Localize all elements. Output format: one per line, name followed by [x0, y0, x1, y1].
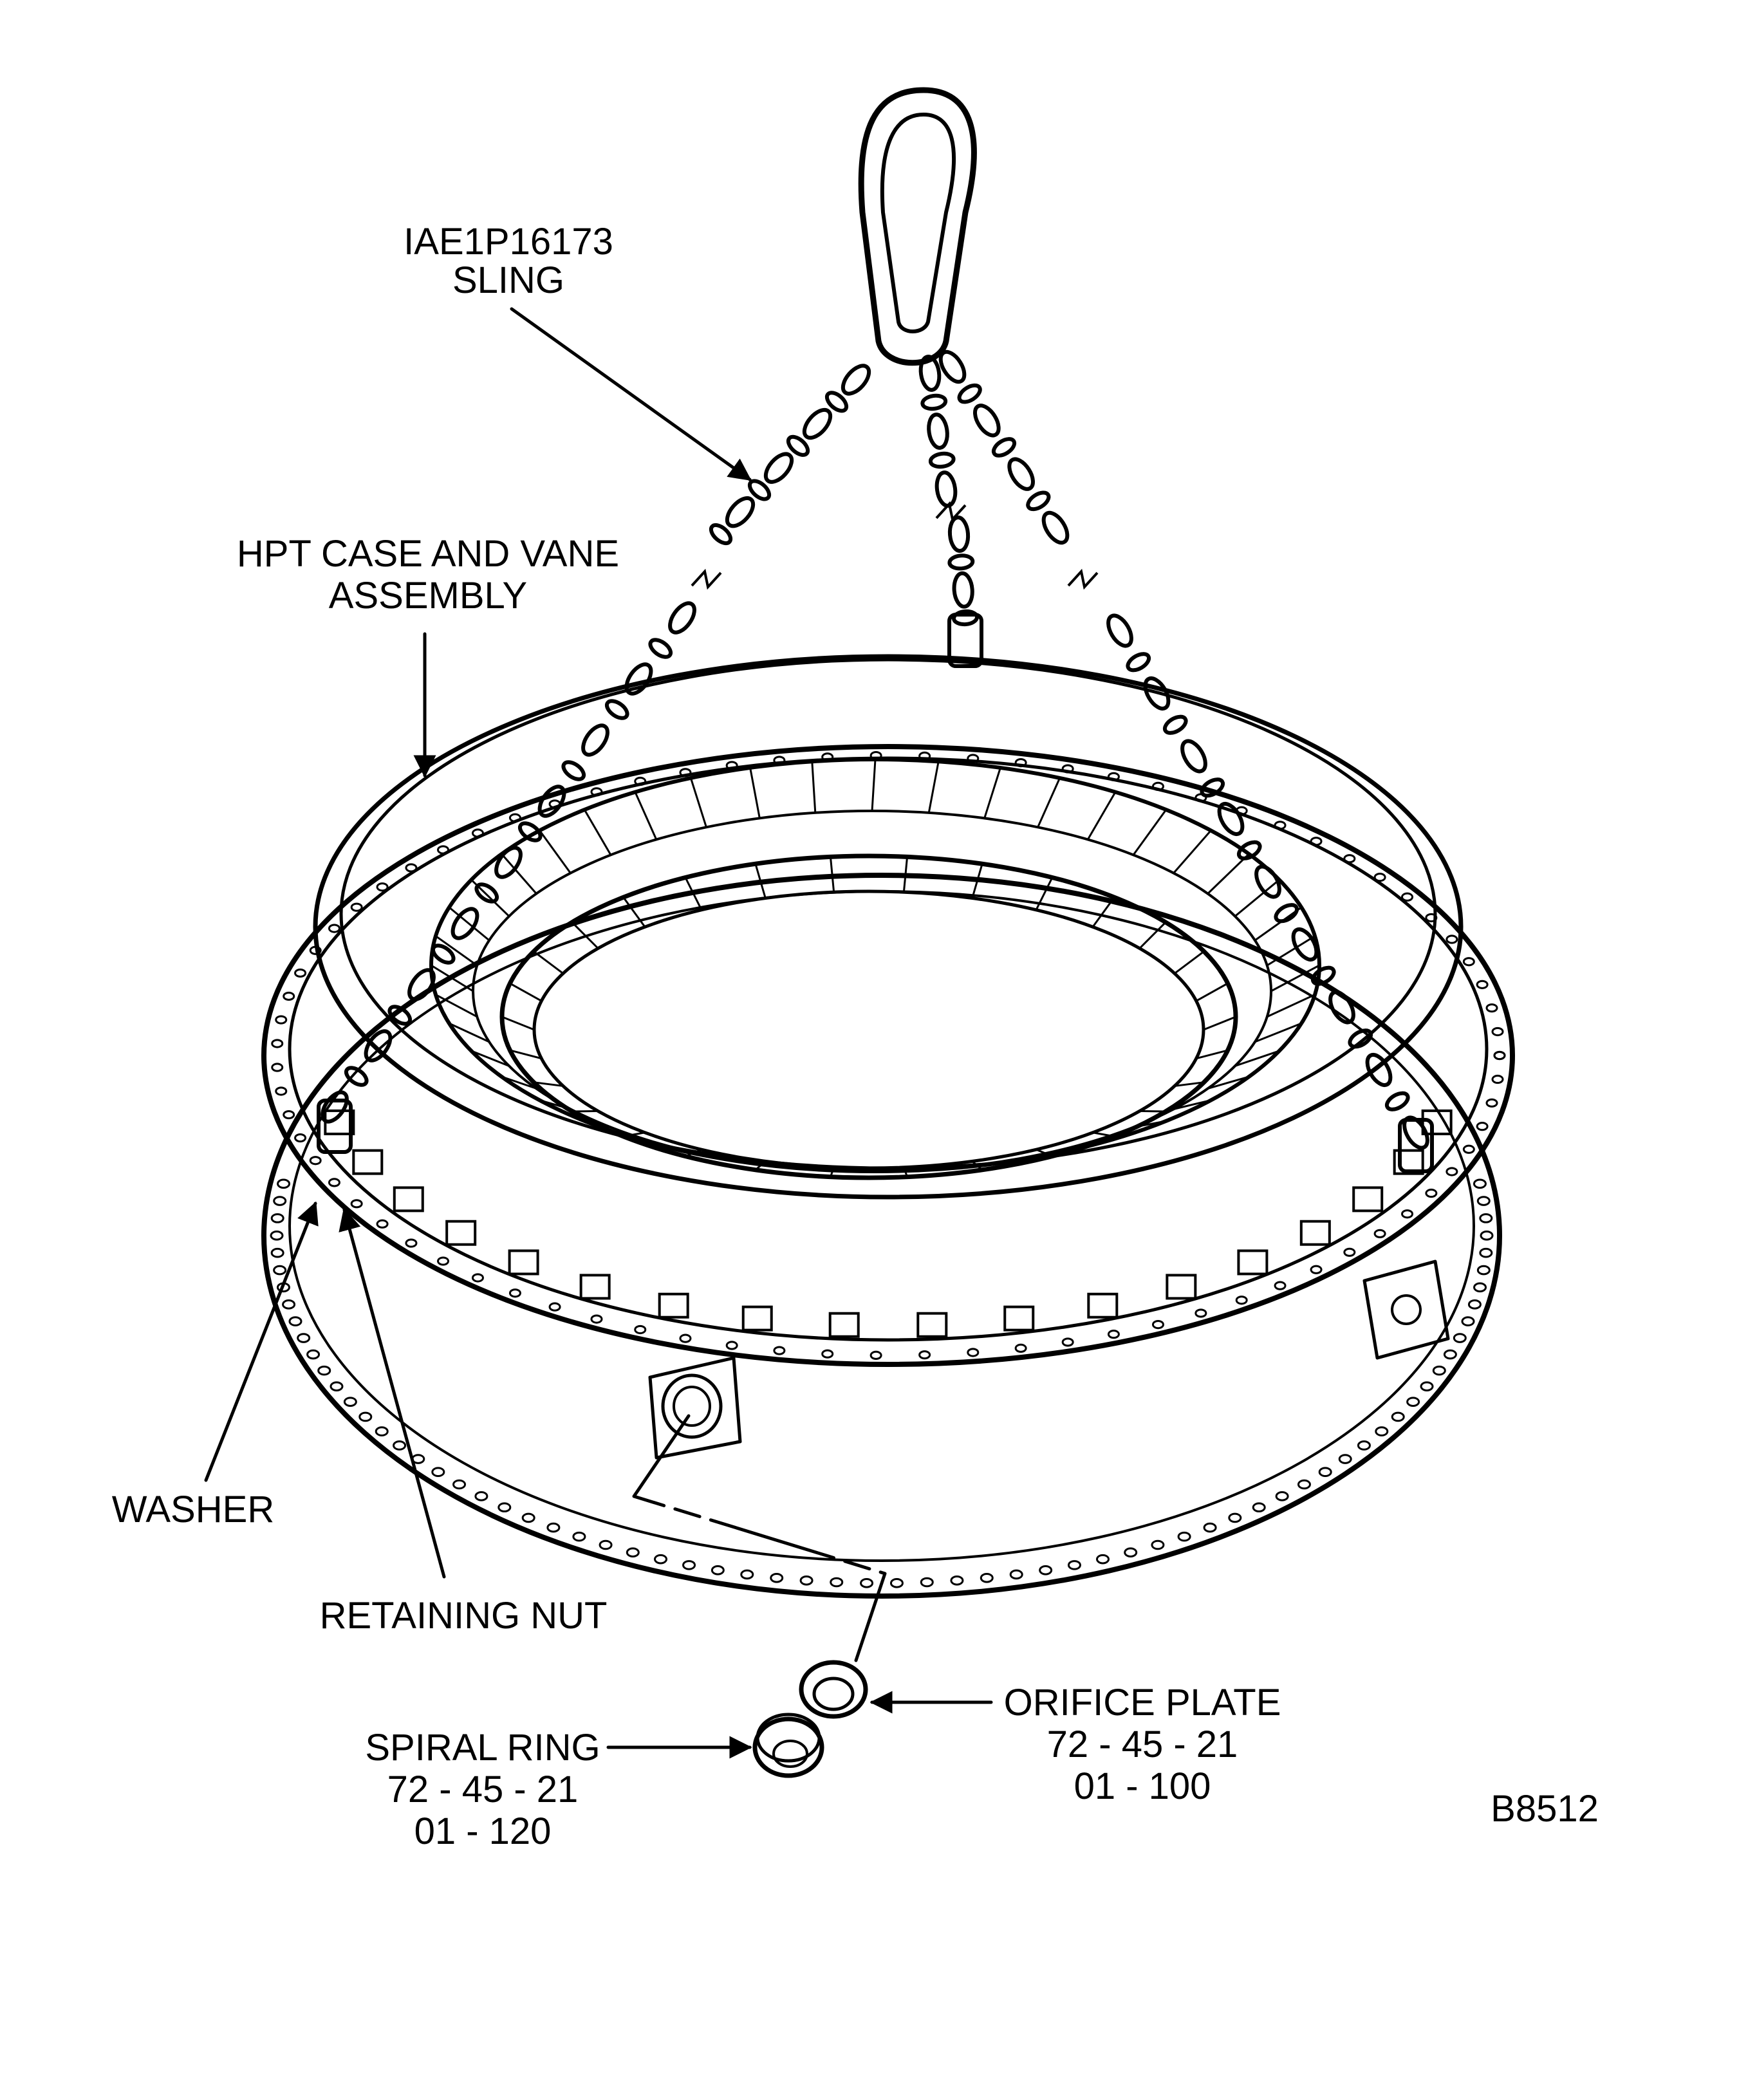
- spiral-ring-ref1: 72 - 45 - 21: [387, 1769, 579, 1810]
- orifice-plate-label: ORIFICE PLATE: [1004, 1682, 1281, 1724]
- case-label-line2: ASSEMBLY: [329, 575, 527, 617]
- orifice-plate-ref2: 01 - 100: [1074, 1765, 1211, 1807]
- figure-id: B8512: [1491, 1788, 1599, 1830]
- lifting-ring: [858, 87, 977, 366]
- leader-lines: [204, 307, 993, 1759]
- orifice-plate: [799, 1660, 868, 1719]
- sling-label: SLING: [452, 259, 564, 301]
- sling-part-number-label: IAE1P16173: [404, 221, 613, 263]
- case-label-line1: HPT CASE AND VANE: [237, 533, 619, 575]
- hpt-case-assembly: [261, 654, 1515, 1599]
- spiral-ring: [752, 1713, 824, 1778]
- spiral-ring-label: SPIRAL RING: [365, 1727, 600, 1769]
- washer-label: WASHER: [112, 1489, 274, 1530]
- side-bracket: [1362, 1259, 1450, 1360]
- retaining-nut-label: RETAINING NUT: [320, 1595, 608, 1637]
- spiral-ring-ref2: 01 - 120: [414, 1810, 552, 1852]
- orifice-plate-ref1: 72 - 45 - 21: [1047, 1724, 1238, 1765]
- orifice-boss: [648, 1356, 742, 1460]
